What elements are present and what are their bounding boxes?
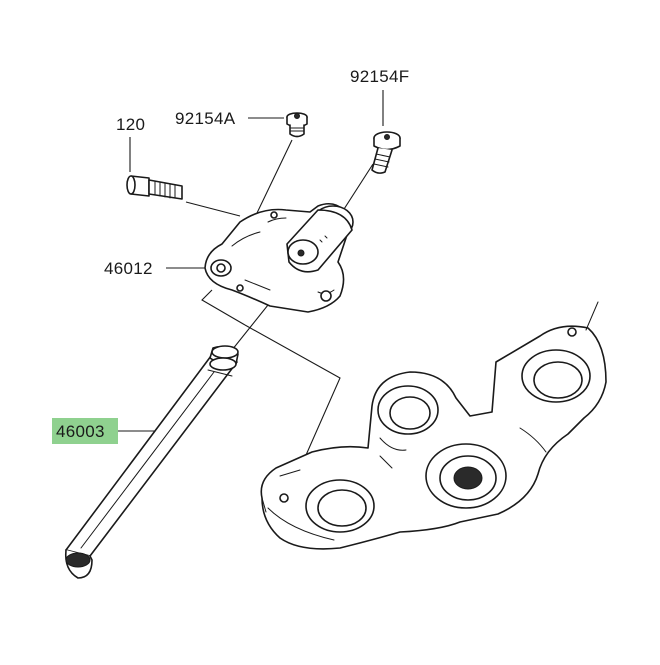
label-92154f: 92154F: [350, 67, 409, 86]
label-46012: 46012: [104, 259, 153, 278]
bracket-46012: [204, 202, 354, 313]
shaft-46003: [64, 345, 239, 579]
label-120: 120: [116, 115, 145, 134]
label-92154a: 92154A: [175, 109, 236, 128]
label-46003-highlight: [52, 418, 118, 444]
label-46003: 46003: [56, 422, 105, 441]
screw-92154f: [371, 131, 401, 174]
bolt-120: [126, 175, 183, 200]
triple-clamp: [260, 301, 607, 550]
screw-92154a: [286, 112, 308, 138]
callout-labels: 120 92154A 92154F 46012 46003: [52, 67, 409, 444]
leader-lines: [118, 90, 384, 481]
